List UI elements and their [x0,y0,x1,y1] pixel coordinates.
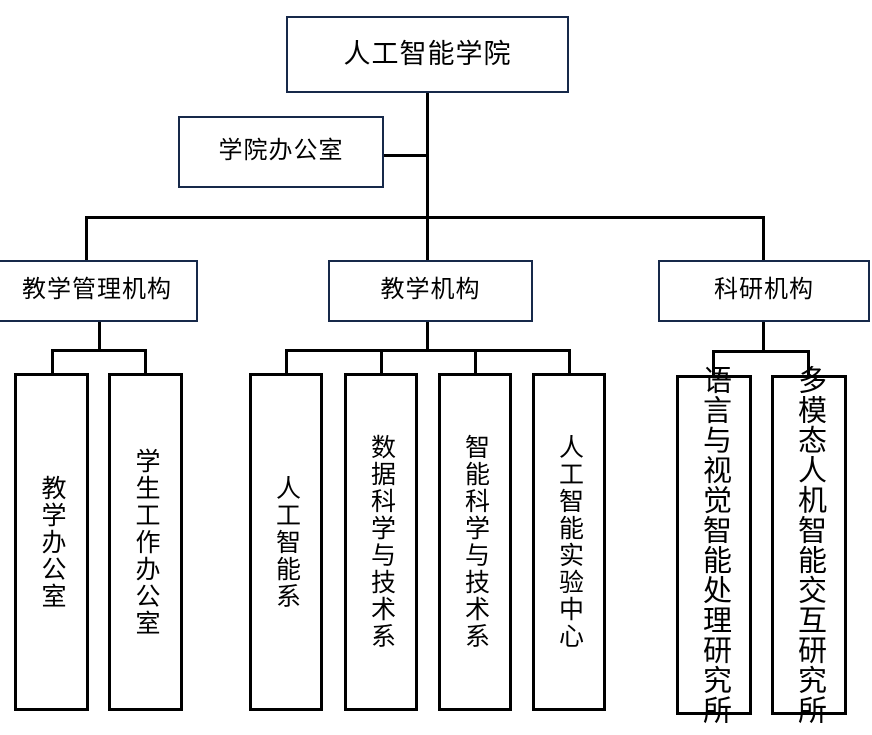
connector-stem-research [762,322,765,352]
connector-drop-leaf-8 [807,350,810,376]
node-leaf-language-vision-institute-label: 语言与视觉智能处理研究所 [698,365,731,725]
connector-drop-leaf-3 [285,349,288,374]
node-branch-research[interactable]: 科研机构 [658,260,870,322]
node-college-office-label: 学院办公室 [218,138,344,165]
connector-bus-teaching-management [51,349,147,352]
connector-drop-leaf-2 [144,349,147,374]
node-branch-teaching-label: 教学机构 [380,277,481,304]
node-branch-teaching[interactable]: 教学机构 [328,260,533,322]
connector-root-stem [426,93,429,155]
connector-root-stem-lower [426,154,429,218]
connector-bus-research [712,350,810,353]
connector-office-link [383,154,429,157]
connector-drop-teaching [426,216,429,262]
node-leaf-teaching-office[interactable]: 教学办公室 [14,373,89,711]
node-leaf-ai-experiment-center-label: 人工智能实验中心 [555,434,583,650]
connector-tier-bus [85,216,765,219]
node-leaf-teaching-office-label: 教学办公室 [38,474,65,610]
node-branch-teaching-management-label: 教学管理机构 [22,277,172,304]
node-leaf-ai-department[interactable]: 人工智能系 [249,373,323,711]
node-leaf-intelligent-science-department[interactable]: 智能科学与技术系 [438,373,512,711]
connector-drop-leaf-7 [712,350,715,376]
connector-stem-teaching [426,322,429,351]
node-root-label: 人工智能学院 [343,38,512,69]
node-leaf-student-affairs-office-label: 学生工作办公室 [132,447,159,637]
node-leaf-multimodal-hci-institute-label: 多模态人机智能交互研究所 [793,365,826,725]
node-root[interactable]: 人工智能学院 [286,16,569,93]
node-leaf-language-vision-institute[interactable]: 语言与视觉智能处理研究所 [676,365,752,725]
node-leaf-ai-experiment-center[interactable]: 人工智能实验中心 [532,373,606,711]
node-leaf-data-science-department[interactable]: 数据科学与技术系 [344,373,418,711]
node-leaf-ai-department-label: 人工智能系 [272,474,300,610]
connector-stem-teaching-management [98,322,101,351]
node-leaf-student-affairs-office[interactable]: 学生工作办公室 [108,373,183,711]
connector-drop-leaf-6 [568,349,571,374]
node-leaf-data-science-department-label: 数据科学与技术系 [367,434,395,650]
connector-bus-teaching [285,349,571,352]
node-branch-research-label: 科研机构 [714,277,814,304]
node-college-office[interactable]: 学院办公室 [178,116,384,188]
connector-drop-teaching-management [85,216,88,262]
node-leaf-multimodal-hci-institute[interactable]: 多模态人机智能交互研究所 [771,365,847,725]
connector-drop-leaf-4 [380,349,383,374]
node-leaf-intelligent-science-department-label: 智能科学与技术系 [461,434,489,650]
connector-drop-research [762,216,765,262]
node-branch-teaching-management[interactable]: 教学管理机构 [0,260,198,322]
connector-drop-leaf-5 [474,349,477,374]
connector-drop-leaf-1 [51,349,54,374]
